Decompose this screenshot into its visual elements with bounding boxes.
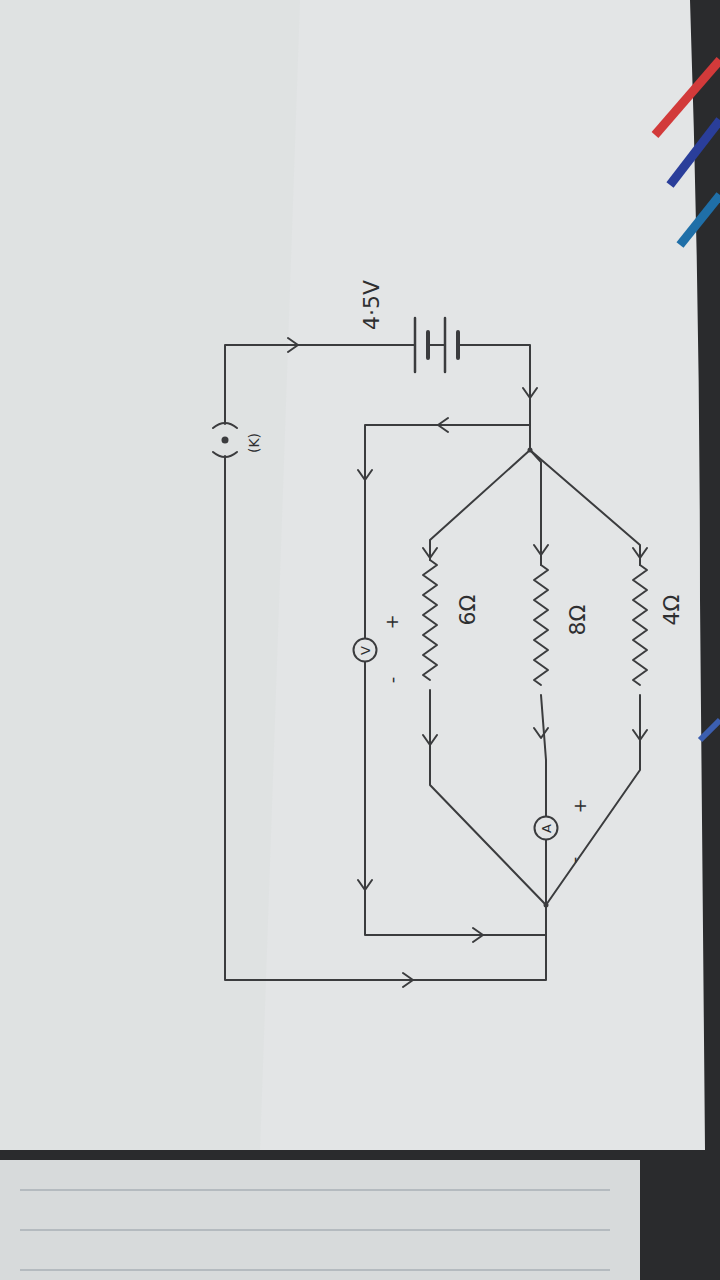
polarity-sign: - [383, 677, 401, 684]
notebook-page [0, 0, 705, 1150]
voltmeter-symbol: V [352, 637, 378, 663]
resistance-label: 8Ω [567, 605, 589, 636]
pencil-blue [670, 120, 720, 185]
junction-dot [544, 903, 549, 908]
current-arrow [288, 338, 647, 987]
ruled-lines [20, 1190, 610, 1270]
wire [225, 345, 546, 980]
key-symbol [213, 423, 237, 457]
wire [530, 450, 640, 905]
page-shade [0, 0, 300, 1150]
wire [430, 450, 546, 905]
pencil-cyan [680, 195, 720, 245]
resistance-label: 6Ω [457, 595, 479, 626]
meter-letter: V [359, 646, 372, 655]
lower-page [0, 1160, 640, 1280]
battery-plate-short [428, 332, 458, 358]
resistance-label: 4Ω [661, 595, 683, 626]
pencil-edge [700, 720, 720, 740]
resistor-symbol [633, 565, 647, 685]
key-dot [222, 437, 229, 444]
pencil-red [655, 60, 720, 135]
wire [305, 345, 530, 450]
meter-letter: A [540, 824, 553, 833]
voltmeter-wire [365, 425, 546, 935]
voltage-label: 4·5V [361, 280, 383, 330]
polarity-sign: + [571, 798, 589, 813]
polarity-sign: + [383, 614, 401, 629]
key-label: (K) [247, 433, 261, 453]
resistor-symbol [423, 560, 437, 680]
polarity-sign: - [565, 857, 583, 864]
meter-outline [535, 817, 558, 840]
meter-outline [354, 639, 377, 662]
junction-dot [528, 448, 533, 453]
resistor-symbol [534, 565, 548, 685]
ammeter-symbol: A [533, 815, 559, 841]
